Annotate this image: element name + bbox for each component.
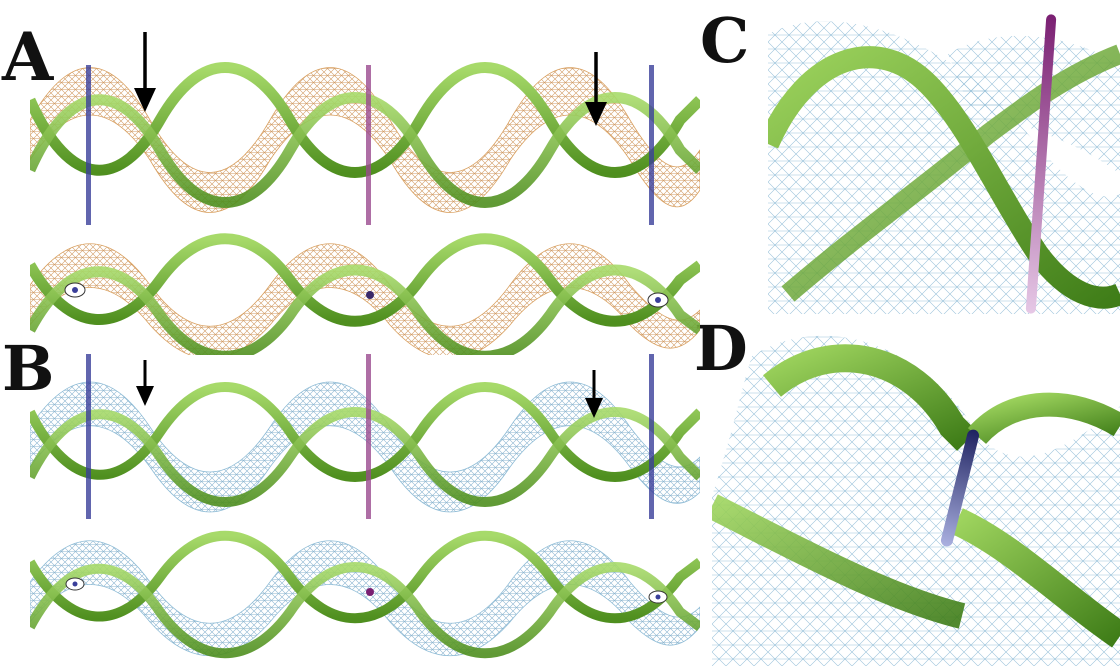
axis-marker [366,354,371,519]
panel-a-image [30,30,700,355]
panel-label-c: C [700,10,747,72]
density-mesh [30,244,700,355]
axis-marker [86,65,91,225]
axis-marker [86,354,91,519]
axis-marker [649,65,654,225]
panel-d-image [712,316,1120,666]
panel-c-image [768,14,1120,314]
density-mesh [30,68,700,213]
axis-marker [649,354,654,519]
end-marker [366,291,374,299]
density-mesh [30,541,700,656]
axis-marker [366,65,371,225]
panel-b-image [30,352,700,662]
end-marker [366,588,374,596]
down-arrow-icon [136,360,154,406]
